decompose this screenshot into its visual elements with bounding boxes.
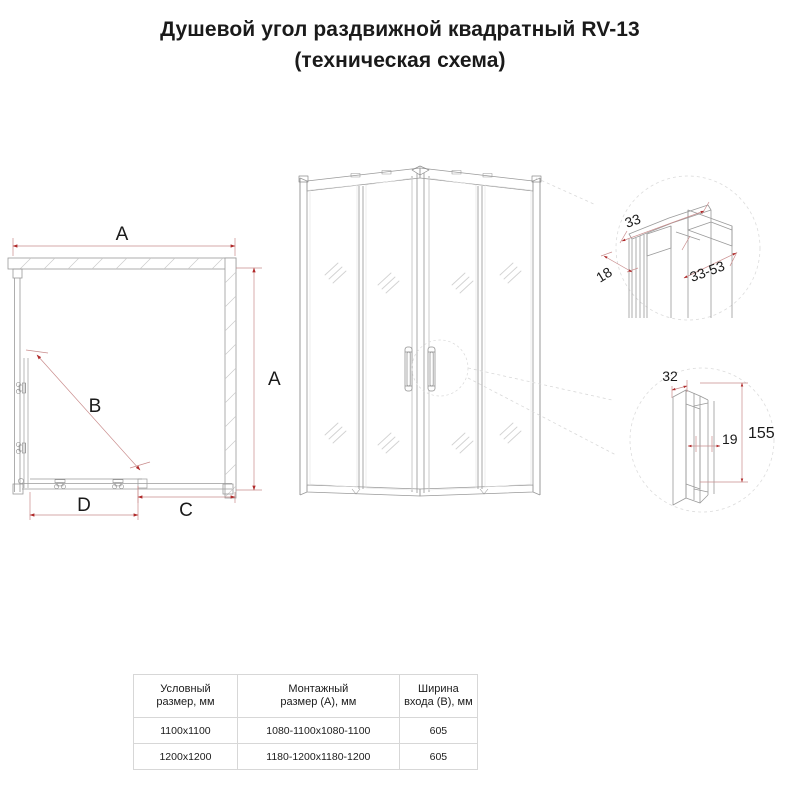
detail-leader-lines	[467, 177, 617, 456]
detail-handle-dim-155: 155	[700, 382, 775, 483]
detail-profile-dim-33-53: 33-53	[681, 235, 738, 285]
detail-handle: 32 19 155	[629, 367, 775, 513]
detail-profile-dim-33: 33	[619, 201, 710, 244]
table-header-entry-line2: входа (В), мм	[404, 696, 473, 708]
detail-profile-label-33: 33	[623, 210, 643, 230]
detail-handle-label-155: 155	[748, 425, 775, 442]
page-title: Душевой угол раздвижной квадратный RV-13…	[0, 14, 800, 76]
table-header-mounting-line2: размер (А), мм	[280, 696, 357, 708]
detail-handle-dim-19: 19	[687, 431, 738, 452]
dimension-a-right: A	[236, 267, 281, 491]
plan-top-wall	[7, 257, 237, 270]
table-header-nominal-line2: размер, мм	[156, 696, 215, 708]
dimension-label-c: C	[179, 500, 193, 521]
dimension-label-b: B	[89, 396, 102, 417]
dimension-label-a-right: A	[268, 369, 281, 390]
detail-marker-handle	[411, 339, 469, 397]
detail-profile-label-18: 18	[593, 264, 615, 286]
title-line-2: (техническая схема)	[294, 49, 506, 72]
table-header-row: Условный размер, мм Монтажный размер (А)…	[133, 674, 479, 718]
detail-circle-handle	[629, 367, 775, 513]
cell-entry: 605	[398, 717, 479, 744]
cell-mounting: 1180-1200х1180-1200	[236, 743, 400, 770]
detail-handle-label-32: 32	[662, 368, 678, 384]
title-line-1: Душевой угол раздвижной квадратный RV-13	[160, 18, 640, 41]
table-header-mounting: Монтажный размер (А), мм	[236, 674, 400, 718]
detail-handle-label-19: 19	[722, 431, 738, 447]
cell-mounting: 1080-1100х1080-1100	[236, 717, 400, 744]
detail-circle-profile	[615, 175, 761, 321]
door-handle-left	[404, 346, 413, 392]
dimension-a-top: A	[12, 224, 236, 256]
plan-right-wall	[224, 257, 237, 499]
dimension-label-a-top: A	[116, 224, 129, 245]
dimension-label-d: D	[77, 495, 91, 516]
dimension-c-bottom: C	[137, 486, 236, 521]
table-header-nominal: Условный размер, мм	[133, 674, 238, 718]
table-row: 1200х1200 1180-1200х1180-1200 605	[133, 743, 479, 770]
table-header-entry-line1: Ширина	[418, 682, 459, 695]
detail-handle-dim-32: 32	[662, 368, 688, 398]
dimension-d-bottom: D	[29, 486, 139, 520]
plan-left-panel	[12, 268, 29, 495]
table-header-entry: Ширина входа (В), мм	[398, 674, 479, 718]
cell-nominal: 1100х1100	[133, 717, 238, 744]
table-row: 1100х1100 1080-1100х1080-1100 605	[133, 717, 479, 744]
cell-nominal: 1200х1200	[133, 743, 238, 770]
plan-view: A A B D	[7, 224, 281, 521]
detail-profile-dim-18: 18	[593, 251, 639, 286]
table-header-mounting-line1: Монтажный	[288, 682, 349, 695]
detail-profile: 33 18 33-53	[593, 175, 761, 321]
cell-entry: 605	[398, 743, 479, 770]
detail-profile-label-33-53: 33-53	[688, 257, 727, 284]
iso-view	[298, 165, 542, 497]
specification-table: Условный размер, мм Монтажный размер (А)…	[133, 674, 479, 770]
table-header-nominal-line1: Условный	[160, 682, 211, 695]
door-handle-right	[427, 346, 436, 392]
plan-bottom-panel	[22, 478, 234, 495]
dimension-b-diagonal: B	[25, 349, 151, 471]
